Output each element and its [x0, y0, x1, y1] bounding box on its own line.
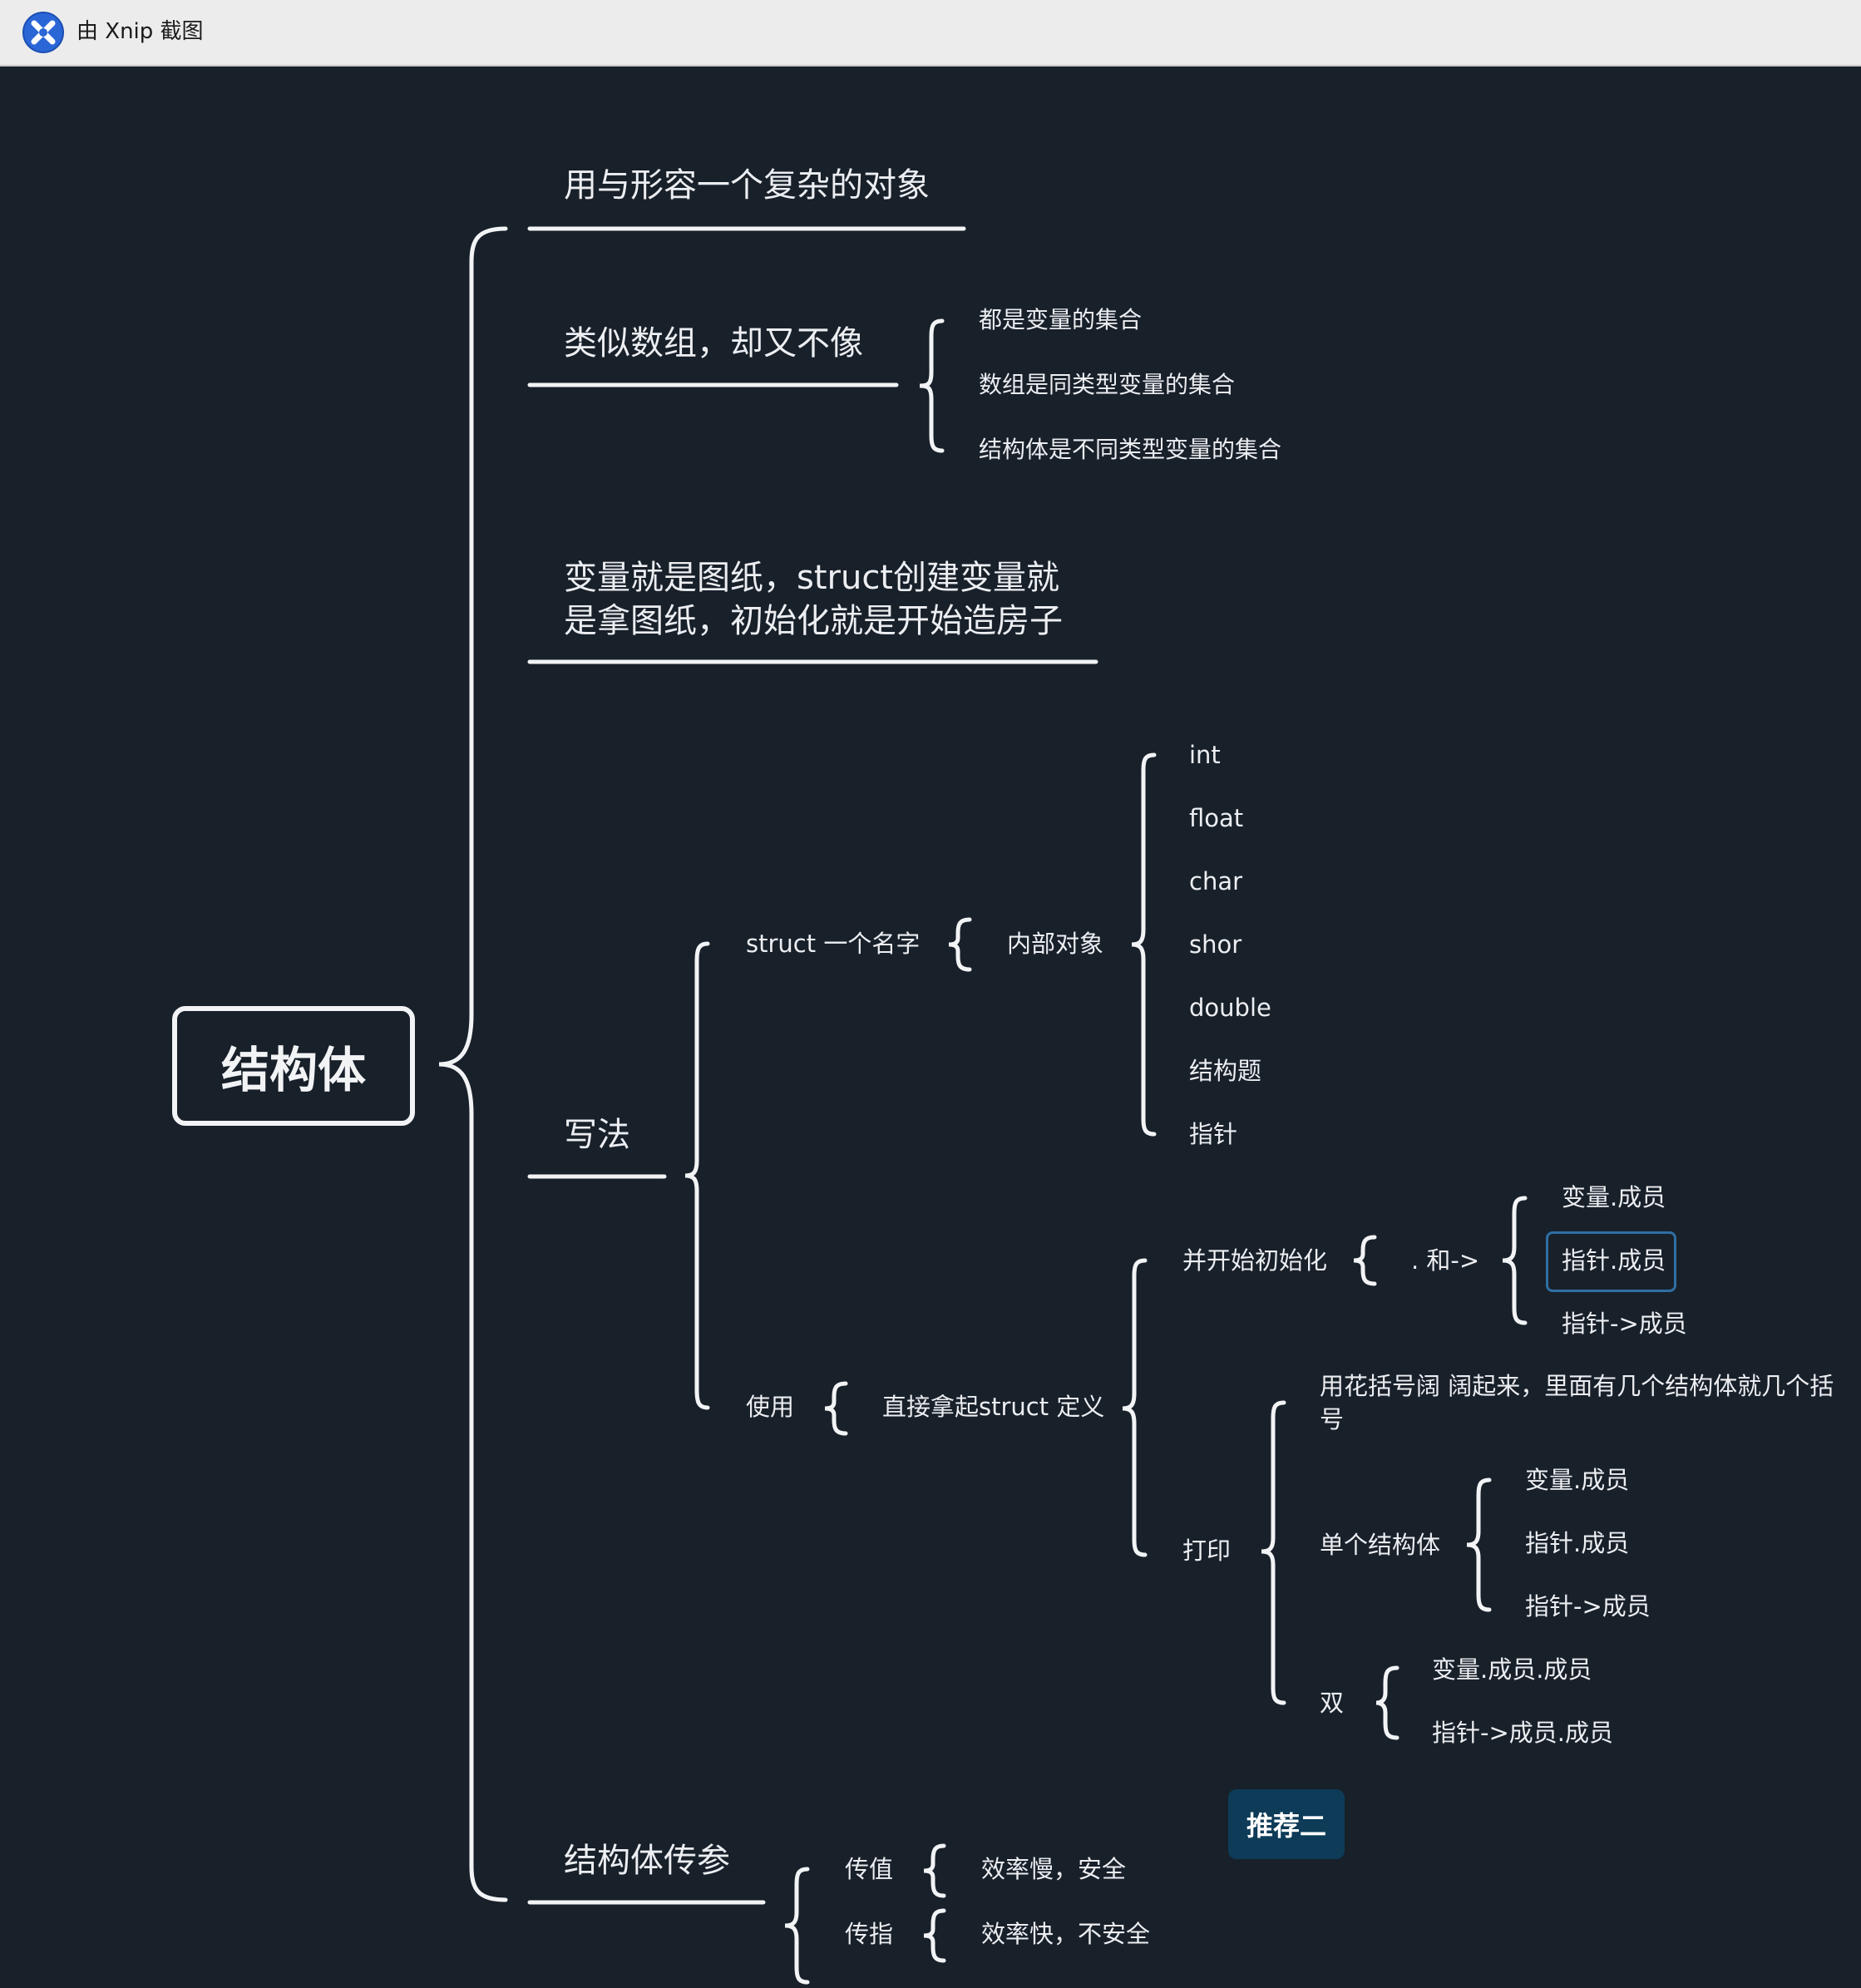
type-struct[interactable]: 结构题 — [1189, 1057, 1262, 1085]
pass-pointer-node[interactable]: 传指 — [845, 1920, 894, 1948]
pass-pointer-desc[interactable]: 效率快，不安全 — [981, 1920, 1151, 1948]
type-char[interactable]: char — [1189, 867, 1243, 895]
array-like-child-3[interactable]: 结构体是不同类型变量的集合 — [979, 436, 1282, 463]
root-label: 结构体 — [220, 1042, 366, 1098]
root-node[interactable]: 结构体 — [172, 1006, 415, 1126]
branch-array-like-label[interactable]: 类似数组，却又不像 — [564, 324, 863, 363]
single-struct-node[interactable]: 单个结构体 — [1320, 1531, 1441, 1559]
window-title: 由 Xnip 截图 — [77, 19, 204, 44]
print-brace-note-line1[interactable]: 用花括号阔 阔起来，里面有几个结构体就几个括 — [1320, 1372, 1834, 1400]
direct-struct-node[interactable]: 直接拿起struct 定义 — [882, 1393, 1105, 1421]
branch-blueprint-line1[interactable]: 变量就是图纸，struct创建变量就 — [564, 559, 1059, 597]
dot-arrow-node[interactable]: . 和-> — [1411, 1246, 1480, 1275]
print-brace-note-line2[interactable]: 号 — [1320, 1405, 1345, 1433]
recommend-badge[interactable]: 推荐二 — [1228, 1789, 1345, 1859]
array-like-child-1[interactable]: 都是变量的集合 — [979, 306, 1143, 333]
pass-value-desc[interactable]: 效率慢，安全 — [981, 1855, 1127, 1883]
init-node[interactable]: 并开始初始化 — [1182, 1246, 1328, 1275]
selected-node-highlight[interactable] — [1546, 1231, 1676, 1292]
type-pointer[interactable]: 指针 — [1189, 1120, 1238, 1148]
single-ptr-arrow-member[interactable]: 指针->成员 — [1525, 1592, 1651, 1620]
array-like-child-2[interactable]: 数组是同类型变量的集合 — [979, 371, 1236, 398]
double-var-member[interactable]: 变量.成员.成员 — [1432, 1655, 1592, 1684]
init-var-member[interactable]: 变量.成员 — [1562, 1183, 1666, 1211]
double-ptr-member[interactable]: 指针->成员.成员 — [1432, 1719, 1613, 1747]
xnip-app-icon[interactable] — [22, 11, 65, 54]
struct-name-node[interactable]: struct 一个名字 — [746, 930, 921, 958]
pass-value-node[interactable]: 传值 — [845, 1855, 894, 1883]
branch-describe-label[interactable]: 用与形容一个复杂的对象 — [564, 166, 930, 205]
type-float[interactable]: float — [1189, 804, 1244, 832]
print-node[interactable]: 打印 — [1182, 1537, 1232, 1565]
init-ptr-arrow-member[interactable]: 指针->成员 — [1562, 1310, 1687, 1338]
double-node[interactable]: 双 — [1320, 1689, 1345, 1717]
single-var-member[interactable]: 变量.成员 — [1525, 1466, 1630, 1494]
window-titlebar: 由 Xnip 截图 — [0, 0, 1861, 67]
branch-syntax-label[interactable]: 写法 — [564, 1116, 630, 1154]
recommend-label: 推荐二 — [1246, 1810, 1326, 1842]
type-int[interactable]: int — [1189, 741, 1221, 769]
type-double[interactable]: double — [1189, 994, 1271, 1022]
branch-param-label[interactable]: 结构体传参 — [564, 1842, 730, 1880]
single-ptr-dot-member[interactable]: 指针.成员 — [1525, 1529, 1630, 1557]
init-ptr-dot-member[interactable]: 指针.成员 — [1562, 1246, 1666, 1275]
branch-blueprint-line2[interactable]: 是拿图纸，初始化就是开始造房子 — [564, 602, 1063, 640]
inner-object-node[interactable]: 内部对象 — [1007, 930, 1104, 958]
use-node[interactable]: 使用 — [746, 1393, 795, 1421]
type-shor[interactable]: shor — [1189, 930, 1242, 959]
